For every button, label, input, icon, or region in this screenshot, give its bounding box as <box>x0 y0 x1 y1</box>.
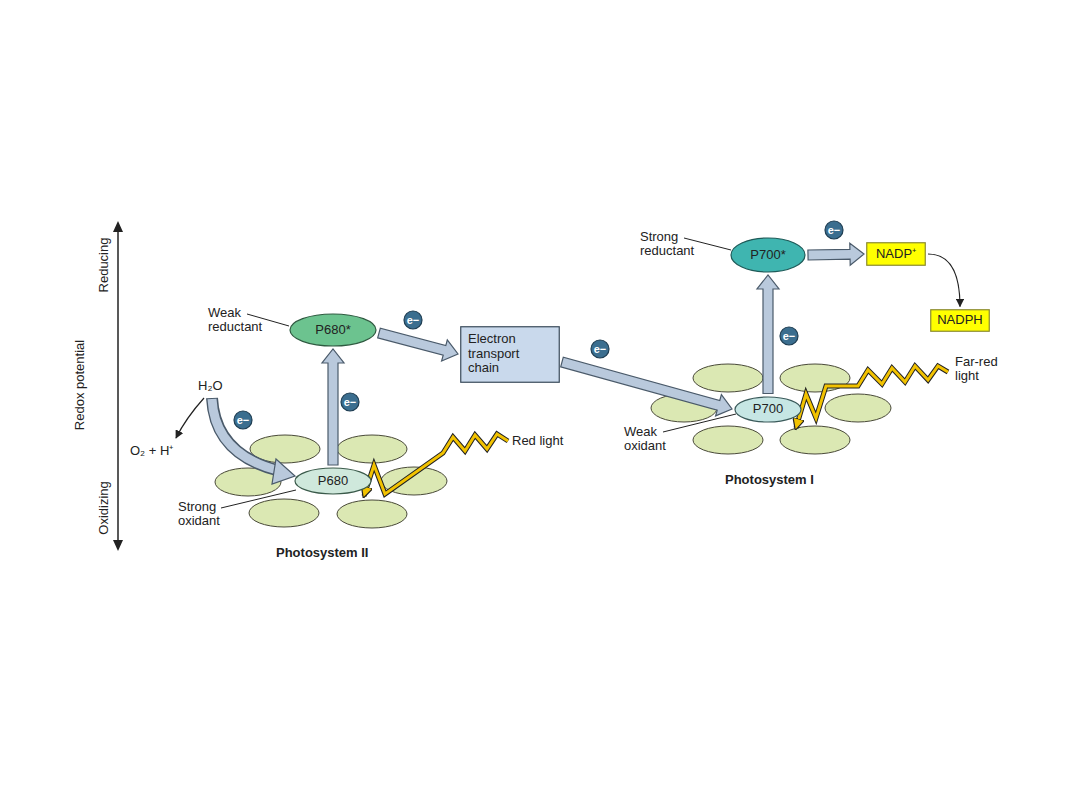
electron-flow-arrow <box>378 328 458 361</box>
node-text: P700 <box>753 402 783 417</box>
molecule-label: O₂ + H⁺ <box>130 444 173 458</box>
light-label: Far-red light <box>955 355 1013 384</box>
axis-title: Redox potential <box>73 340 87 430</box>
annotation: Weak reductant <box>208 306 278 335</box>
node-text: e− <box>828 224 841 237</box>
process-box: Electron transport chain <box>460 326 560 383</box>
molecule-box: NADPH <box>930 309 990 332</box>
light-ray <box>364 434 508 496</box>
leader-lines <box>221 238 736 508</box>
node-text: P700* <box>750 248 785 263</box>
electron-flow-arrow <box>757 275 779 394</box>
electron-marker: e− <box>590 339 610 359</box>
node-text: NADPH <box>937 313 983 328</box>
electron-flow-arrow <box>322 349 344 465</box>
reaction-center: P700 <box>734 396 802 423</box>
electron-marker: e− <box>824 220 844 240</box>
electron-marker: e− <box>779 326 799 346</box>
node-text: P680* <box>315 323 350 338</box>
electron-flow-arrow <box>561 357 732 416</box>
annotation: Strong oxidant <box>178 500 238 529</box>
axis-label: Oxidizing <box>97 481 111 534</box>
axis-label: Reducing <box>97 238 111 293</box>
annotation: Weak oxidant <box>624 425 679 454</box>
annotation: Strong reductant <box>640 230 710 259</box>
node-text: Electron transport chain <box>468 332 552 377</box>
water-arrow <box>176 398 295 484</box>
redox-axis <box>113 221 123 551</box>
light-ray <box>796 366 948 428</box>
light-label: Red light <box>512 434 563 448</box>
electron-flow-arrow <box>808 243 864 265</box>
electron-marker: e− <box>340 392 360 412</box>
molecule-box: NADP⁺ <box>866 242 926 266</box>
electron-flow-arrow <box>928 254 960 307</box>
photosystem-title: Photosystem I <box>725 473 814 487</box>
node-text: e− <box>407 314 420 327</box>
node-text: NADP⁺ <box>876 247 916 262</box>
node-text: e− <box>344 396 357 409</box>
node-text: P680 <box>318 474 348 489</box>
node-text: e− <box>237 414 250 427</box>
reaction-center: P680 <box>294 467 372 495</box>
photosystem-title: Photosystem II <box>276 546 368 560</box>
excited-reaction-center: P700* <box>730 237 806 273</box>
electron-marker: e− <box>403 310 423 330</box>
electron-marker: e− <box>233 410 253 430</box>
node-text: e− <box>783 330 796 343</box>
excited-reaction-center: P680* <box>289 313 377 347</box>
molecule-label: H₂O <box>198 379 223 393</box>
node-text: e− <box>594 343 607 356</box>
